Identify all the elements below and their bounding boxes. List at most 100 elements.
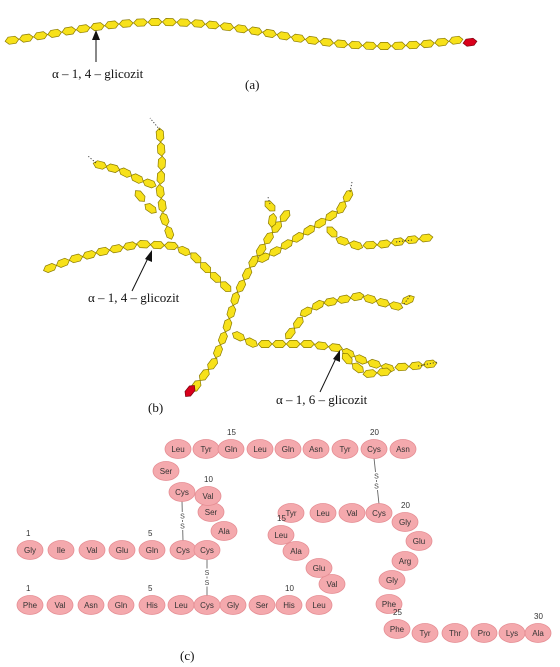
- branch-glucose: [388, 301, 404, 311]
- disulfide-sulfur-label: S: [205, 570, 210, 577]
- alpha-1-4-label-a: α – 1, 4 – glicozit: [52, 66, 144, 81]
- left-branch-glucose: [55, 257, 70, 268]
- chain_b-residue-12: [318, 574, 346, 594]
- chain_b-residue-15: [267, 525, 295, 545]
- branch-glucose: [284, 327, 296, 340]
- chain_a-residue-label: Tyr: [339, 445, 350, 454]
- panel-label-c: (c): [180, 648, 194, 663]
- disulfide-sulfur-label: S: [180, 514, 185, 521]
- branch-glucose: [375, 298, 391, 308]
- branch-glucose: [376, 367, 392, 377]
- annotation-arrow-b16: [319, 353, 339, 393]
- chain_a-residue-10: [194, 486, 222, 506]
- amylose-glucose: [347, 40, 363, 50]
- chain_b-residue-17: [309, 503, 337, 523]
- chain_a-residue-5: [138, 540, 166, 560]
- nonreducing-end-link: [149, 117, 161, 131]
- chain_a-residue-2: [47, 540, 75, 560]
- chain_b-residue-label: Thr: [449, 629, 461, 638]
- chain_a-position-number: 15: [227, 428, 236, 437]
- chain_a-residue-label: Cys: [175, 488, 189, 497]
- amylose-glucose: [161, 18, 177, 27]
- branch-glucose: [311, 299, 325, 311]
- lower-right-branch-glucose: [408, 361, 424, 371]
- chain_a-residue-8: [210, 521, 238, 541]
- chain_b-residue-19: [365, 503, 393, 523]
- lower-right-branch-glucose: [231, 331, 246, 342]
- amylose-glucose: [104, 20, 120, 30]
- branch-glucose: [341, 353, 353, 365]
- right-branch-glucose: [362, 240, 378, 250]
- left-branch-glucose: [68, 253, 84, 264]
- amylose-glucose: [376, 42, 392, 50]
- glycogen-branches: [43, 117, 439, 397]
- reducing-end-glucose: [184, 385, 196, 397]
- right-branch-glucose: [418, 233, 434, 243]
- chain_b-residue-24: [375, 594, 403, 614]
- amylose-glucose: [405, 40, 421, 50]
- chain_a-residue-label: Asn: [396, 445, 410, 454]
- amylose-glucose: [304, 35, 320, 45]
- amylose-glucose: [362, 41, 378, 50]
- chain_b-residue-10: [275, 595, 303, 615]
- right-upper-branch-glucose: [342, 189, 354, 203]
- chain_b-residue-label: His: [146, 601, 158, 610]
- chain_b-residue-label: Pro: [478, 629, 491, 638]
- left-branch-glucose: [149, 240, 165, 250]
- right-branch-glucose: [390, 237, 406, 247]
- chain_a-residue-3: [78, 540, 106, 560]
- chain_b-residue-label: Glu: [413, 537, 425, 546]
- chain_a-residue-label: Gly: [24, 546, 36, 555]
- amylose-glucose: [434, 37, 450, 47]
- disulfide-a20-b19: [373, 457, 380, 505]
- reducing-end-glucose: [462, 37, 478, 47]
- amylose-glucose: [262, 28, 277, 38]
- chain_a-position-number: 5: [148, 529, 153, 538]
- chain_a-residue-16: [246, 439, 274, 459]
- disulfide-sulfur-label: S: [180, 524, 185, 531]
- amylose-glucose: [47, 28, 63, 38]
- chain_a-residue-15: [217, 439, 245, 459]
- chain_b-residue-14: [282, 541, 310, 561]
- twig-glucose: [130, 173, 144, 184]
- amylose-glucose: [419, 39, 435, 49]
- trunk-glucose: [198, 368, 210, 381]
- chain_a-residue-label: Ala: [218, 527, 230, 536]
- chain_b-residue-27: [441, 623, 469, 643]
- amylose-glucose: [233, 24, 249, 34]
- chain_a-residue-label: Leu: [171, 445, 184, 454]
- branch-glucose: [362, 294, 378, 304]
- chain_b-position-number: 30: [534, 612, 543, 621]
- chain_b-residue-label: Tyr: [285, 509, 296, 518]
- chain_b-residue-label: His: [283, 601, 295, 610]
- chain_b-residue-1: [16, 595, 44, 615]
- chain_b-residue-label: Gly: [399, 518, 411, 527]
- right-branch-glucose: [348, 240, 364, 251]
- left-branch-glucose: [95, 246, 111, 257]
- nonreducing-end-link: [267, 196, 271, 205]
- amylose-glucose: [319, 37, 335, 47]
- trunk-glucose: [222, 318, 233, 333]
- chain_a-residue-label: Asn: [309, 445, 323, 454]
- branch-glucose: [362, 369, 378, 378]
- amylose-glucose: [219, 22, 235, 32]
- chain_a-residue-label: Leu: [253, 445, 266, 454]
- chain_a-residue-label: Tyr: [200, 445, 211, 454]
- disulfide-sulfur-bg: [203, 578, 211, 587]
- chain_a-position-number: 10: [204, 475, 213, 484]
- trunk-glucose: [230, 291, 241, 306]
- right-upper-branch-glucose: [313, 217, 327, 229]
- amylose-glucose: [176, 18, 192, 27]
- chain_b-residue-label: Val: [347, 509, 358, 518]
- upper-left-branch-glucose: [159, 212, 170, 227]
- alpha-1-6-label-b: α – 1, 6 – glicozit: [276, 392, 368, 407]
- disulfide-sulfur-bg: [179, 522, 186, 530]
- chain_b-residue-23: [378, 570, 406, 590]
- left-branch-glucose: [163, 241, 179, 250]
- chain_b-residue-label: Lys: [506, 629, 518, 638]
- chain_a-residue-label: Gln: [282, 445, 294, 454]
- chain_b-residue-label: Leu: [174, 601, 187, 610]
- chain_b-position-number: 25: [393, 608, 402, 617]
- upper-left-branch-glucose: [155, 127, 165, 143]
